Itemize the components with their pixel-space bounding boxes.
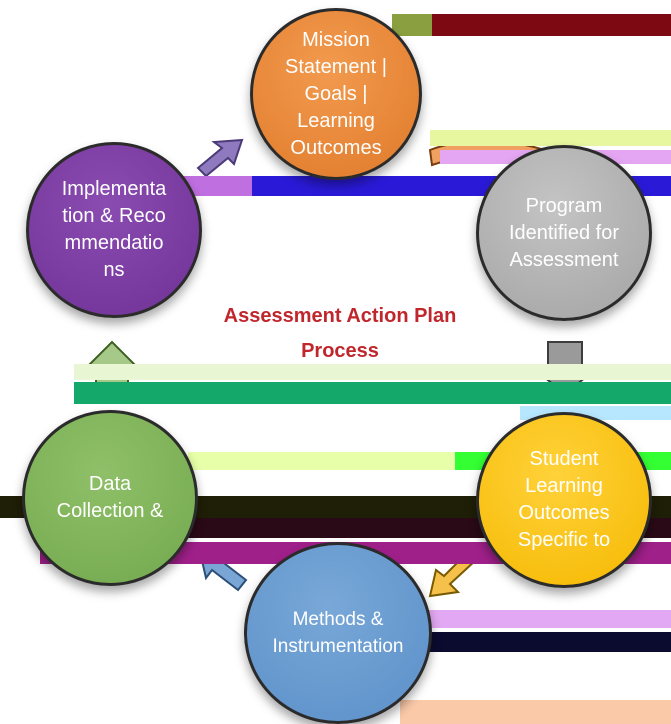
artifact-band bbox=[430, 130, 671, 146]
artifact-band bbox=[400, 700, 671, 724]
node-methods-instrumentation: Methods & Instrumentation bbox=[244, 542, 432, 724]
artifact-band bbox=[392, 14, 671, 36]
node-program-identified: Program Identified for Assessment bbox=[476, 145, 652, 321]
node-label: Mission Statement | Goals | Learning Out… bbox=[285, 28, 387, 159]
node-label: Student Learning Outcomes Specific to bbox=[517, 448, 611, 551]
node-label: Program Identified for Assessment bbox=[508, 194, 620, 271]
artifact-band bbox=[74, 382, 671, 404]
artifact-band bbox=[74, 364, 671, 380]
node-student-learning-outcomes: Student Learning Outcomes Specific to bbox=[476, 412, 652, 588]
node-label: Data Collection & bbox=[56, 473, 164, 522]
node-label: Implementation & Recommendations bbox=[61, 178, 167, 281]
node-mission-statement: Mission Statement | Goals | Learning Out… bbox=[250, 8, 422, 180]
artifact-band bbox=[392, 14, 432, 36]
diagram-title: Assessment Action Plan bbox=[223, 305, 457, 327]
node-label: Methods & Instrumentation bbox=[272, 609, 404, 657]
diagram-title-line2: Process bbox=[301, 340, 379, 362]
node-data-collection: Data Collection & bbox=[22, 410, 198, 586]
artifact-band bbox=[364, 632, 671, 652]
arrow-implementation-to-mission bbox=[196, 138, 244, 178]
node-implementation-recommendations: Implementation & Recommendations bbox=[26, 142, 202, 318]
